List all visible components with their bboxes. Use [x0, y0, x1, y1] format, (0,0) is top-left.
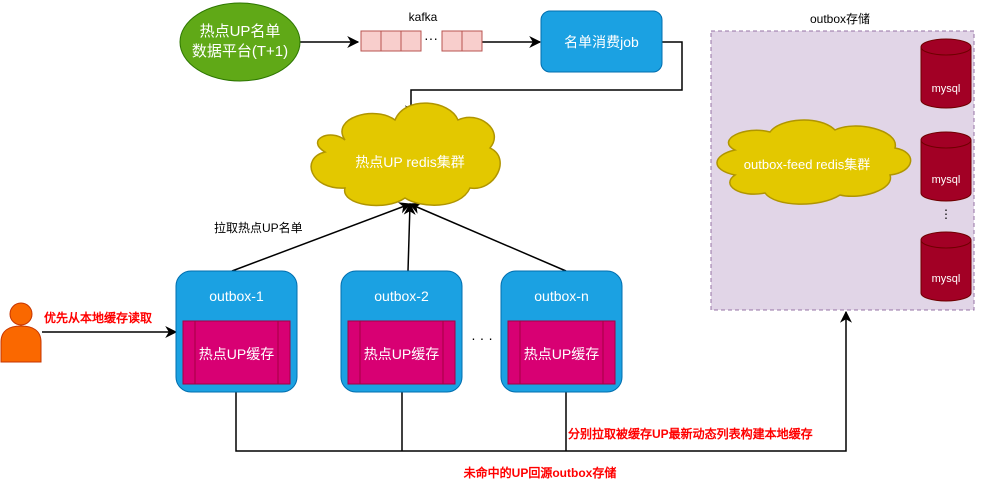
edge-job-to-redis	[405, 41, 683, 118]
pull-hot-list-label: 拉取热点UP名单	[214, 221, 303, 235]
consumer-job-label: 名单消费job	[564, 34, 639, 50]
edge-outboxes-to-storage	[235, 310, 852, 452]
outbox-1-cache-label: 热点UP缓存	[198, 346, 275, 362]
build-local-cache-label: 分别拉取被缓存UP最新动态列表构建本地缓存	[568, 427, 813, 441]
outbox-1-cache	[182, 320, 291, 385]
outbox-feed-redis-label: outbox-feed redis集群	[743, 157, 871, 172]
hot-up-redis-cloud	[310, 102, 501, 207]
fallback-storage-label: 未命中的UP回源outbox存储	[463, 466, 617, 480]
outbox-n-cache	[507, 320, 616, 385]
outbox-feed-redis-cloud	[716, 119, 912, 205]
edge-outbox1-to-redis	[231, 202, 412, 272]
mysql-label-3: mysql	[931, 273, 961, 285]
kafka-cell	[441, 30, 463, 52]
source-label-line2: 数据平台(T+1)	[191, 43, 289, 60]
outbox-ellipsis: · · ·	[471, 330, 493, 346]
source-label-line1: 热点UP名单	[199, 23, 281, 40]
kafka-cell	[380, 30, 402, 52]
mysql-ellipsis: ⋮	[940, 207, 952, 221]
user-icon	[0, 302, 42, 363]
kafka-cell	[360, 30, 382, 52]
outbox-n-title: outbox-n	[534, 288, 589, 304]
outbox-1-title: outbox-1	[209, 288, 264, 304]
kafka-queue	[360, 30, 483, 52]
mysql-label-2: mysql	[931, 174, 961, 186]
kafka-cell	[400, 30, 422, 52]
outbox-2-title: outbox-2	[374, 288, 429, 304]
edge-outbox2-to-redis	[403, 202, 416, 272]
kafka-ellipsis: ···	[424, 30, 438, 46]
edge-outboxn-to-redis	[408, 202, 567, 272]
mysql-cylinder-3	[920, 231, 972, 302]
source-label: 热点UP名单 数据平台(T+1)	[180, 22, 300, 62]
kafka-cell	[461, 30, 483, 52]
hot-up-list-source	[179, 2, 301, 82]
outbox-n-cache-label: 热点UP缓存	[523, 346, 600, 362]
storage-title: outbox存储	[809, 12, 871, 26]
outbox-2-cache	[347, 320, 456, 385]
mysql-cylinder-2	[920, 131, 972, 202]
mysql-label-1: mysql	[931, 83, 961, 95]
read-local-cache-label: 优先从本地缓存读取	[44, 311, 153, 325]
consumer-job-box	[540, 10, 663, 73]
hot-up-redis-label: 热点UP redis集群	[355, 154, 465, 170]
kafka-label: kafka	[408, 10, 438, 24]
outbox-2-cache-label: 热点UP缓存	[363, 346, 440, 362]
mysql-cylinder-1	[920, 38, 972, 109]
